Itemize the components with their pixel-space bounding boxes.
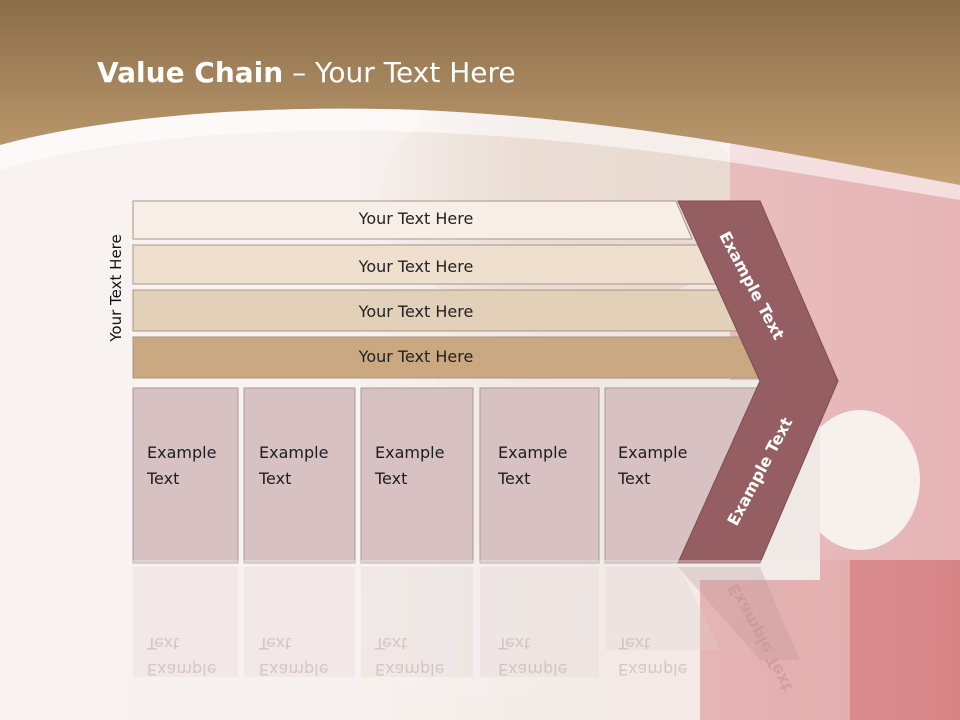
primary-box-4-reflection-line1: Example (498, 660, 568, 679)
primary-box-4 (479, 387, 600, 564)
slide-title: Value Chain – Your Text Here (97, 56, 516, 89)
support-bar-3-label: Your Text Here (358, 302, 474, 321)
primary-box-2-reflection-line1: Example (259, 660, 329, 679)
support-bar-2-label: Your Text Here (358, 257, 474, 276)
support-bar-1-label: Your Text Here (358, 209, 474, 228)
primary-box-3-line1: Example (375, 443, 445, 462)
title-bold: Value Chain (97, 56, 284, 89)
margin-chevron (677, 200, 839, 564)
primary-box-3-line2: Text (375, 469, 408, 488)
primary-box-5-reflection-line2: Text (618, 634, 651, 653)
primary-box-5-line1: Example (618, 443, 688, 462)
primary-box-2 (243, 387, 356, 564)
support-bar-4-label: Your Text Here (358, 347, 474, 366)
primary-box-3 (360, 387, 474, 564)
primary-box-4-reflection: Example Text (498, 630, 588, 682)
primary-box-1 (132, 387, 239, 564)
primary-box-2-reflection-line2: Text (259, 634, 292, 653)
primary-box-5-reflection-line1: Example (618, 660, 688, 679)
primary-box-2-reflection: Example Text (259, 630, 349, 682)
primary-box-3-reflection-line2: Text (375, 634, 408, 653)
primary-box-5-reflection: Example Text (618, 630, 708, 682)
primary-box-1-reflection-line1: Example (147, 660, 217, 679)
primary-box-1-line2: Text (147, 469, 180, 488)
primary-box-1-reflection-line2: Text (147, 634, 180, 653)
primary-box-1-line1: Example (147, 443, 217, 462)
primary-box-4-line2: Text (498, 469, 531, 488)
primary-box-4-reflection-line2: Text (498, 634, 531, 653)
primary-box-3-reflection-line1: Example (375, 660, 445, 679)
primary-box-2-line2: Text (259, 469, 292, 488)
primary-box-3-reflection: Example Text (375, 630, 465, 682)
primary-box-1-reflection: Example Text (147, 630, 237, 682)
primary-box-2-line1: Example (259, 443, 329, 462)
title-rest: – Your Text Here (283, 56, 516, 89)
support-bar-1 (132, 200, 693, 240)
primary-box-5-line2: Text (618, 469, 651, 488)
primary-box-4-line1: Example (498, 443, 568, 462)
